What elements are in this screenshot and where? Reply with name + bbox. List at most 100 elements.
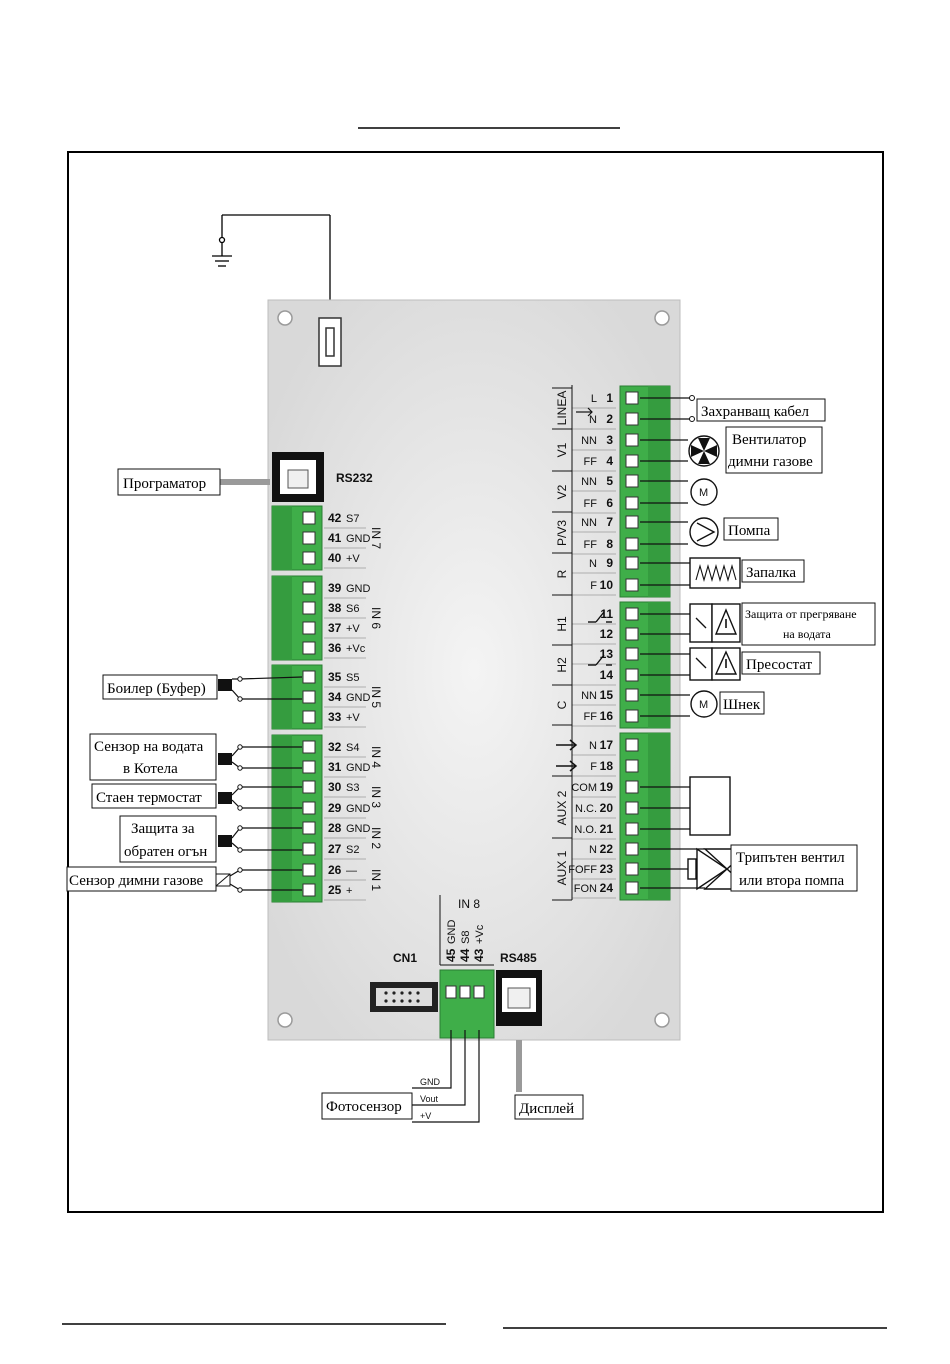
left-group-label: IN 4 xyxy=(369,746,383,768)
right-terminal-blocks: 1L2N3NN4FF5NN6FF7NN8FF9N10F1112131415NN1… xyxy=(568,385,671,901)
sensor-plug-icons xyxy=(215,679,232,887)
right-terminal-11: 11 xyxy=(572,607,639,625)
cn1-connector: CN1 xyxy=(370,951,438,1012)
right-pin-number: 7 xyxy=(606,515,613,529)
svg-text:димни газове: димни газове xyxy=(728,454,813,470)
label-supply-cable: Захранващ кабел xyxy=(696,398,826,422)
supply-terminal-dots xyxy=(689,395,695,422)
left-terminal-30: 30 S3 xyxy=(302,780,366,798)
svg-text:Пресостат: Пресостат xyxy=(746,657,813,673)
left-pin-number: 35 xyxy=(328,670,342,684)
fuse-icon xyxy=(318,317,342,367)
label-igniter: Запалка xyxy=(741,559,805,583)
svg-text:Защита за: Защита за xyxy=(131,821,195,837)
right-pin-signal: N.C. xyxy=(575,803,597,815)
left-pin-signal: S4 xyxy=(346,742,359,754)
left-pin-signal: GND xyxy=(346,692,371,704)
right-terminal-4: 4FF xyxy=(572,454,639,472)
left-pin-number: 33 xyxy=(328,710,342,724)
left-pin-signal: S6 xyxy=(346,603,359,615)
left-pin-signal: GND xyxy=(346,803,371,815)
right-terminal-14: 14 xyxy=(572,668,639,686)
right-pin-signal: FF xyxy=(584,456,598,468)
svg-text:M: M xyxy=(699,487,708,499)
right-pin-number: 13 xyxy=(600,647,614,661)
left-pin-number: 25 xyxy=(328,883,342,897)
label-programmer: Програматор xyxy=(117,468,221,496)
left-pin-signal: — xyxy=(346,865,357,877)
right-pin-signal: N xyxy=(589,558,597,570)
left-pin-number: 26 xyxy=(328,863,342,877)
svg-text:44: 44 xyxy=(458,948,472,962)
left-group-label: IN 1 xyxy=(369,869,383,891)
right-terminal-2: 2N xyxy=(572,412,639,430)
right-pin-number: 21 xyxy=(600,822,614,836)
right-pin-signal: NN xyxy=(581,517,597,529)
right-group-label: H2 xyxy=(555,657,569,673)
label-pump: Помпа xyxy=(723,517,779,541)
right-pin-number: 17 xyxy=(600,738,614,752)
left-pin-signal: S3 xyxy=(346,782,359,794)
left-pin-signal: GND xyxy=(346,583,371,595)
right-group-label: R xyxy=(555,569,569,578)
label-auger: Шнек xyxy=(719,691,765,715)
label-backfire: Защита за обратен огън xyxy=(119,815,217,863)
fan-icon xyxy=(688,435,720,467)
right-pin-number: 19 xyxy=(600,780,614,794)
left-pin-signal: + xyxy=(346,885,352,897)
overheat-thermostat-icon xyxy=(689,603,741,643)
svg-text:M: M xyxy=(699,699,708,711)
right-pin-number: 8 xyxy=(606,537,613,551)
right-pin-number: 10 xyxy=(600,578,614,592)
left-pin-signal: +Vc xyxy=(346,643,366,655)
left-pin-signal: GND xyxy=(346,823,371,835)
right-group-label: C xyxy=(555,700,569,709)
cn1-label: CN1 xyxy=(393,951,417,965)
left-group-label: IN 2 xyxy=(369,827,383,849)
left-pin-number: 36 xyxy=(328,641,342,655)
right-pin-number: 3 xyxy=(606,433,613,447)
left-terminal-40: 40+V xyxy=(302,551,366,569)
left-terminal-26: 26 — xyxy=(302,863,366,881)
right-pin-signal: F xyxy=(590,761,597,773)
label-room-thermostat: Стаен термостат xyxy=(91,783,217,809)
right-terminal-6: 6FF xyxy=(572,496,639,514)
left-pin-number: 40 xyxy=(328,551,342,565)
left-pin-number: 28 xyxy=(328,821,342,835)
right-terminal-20: 20N.C. xyxy=(572,801,639,819)
svg-text:Помпа: Помпа xyxy=(728,523,771,539)
label-boiler: Боилер (Буфер) xyxy=(102,674,218,700)
motor-v2-icon: M xyxy=(690,478,718,506)
left-pin-signal: S2 xyxy=(346,844,359,856)
label-overheat: Защита от прегряване на водата xyxy=(741,602,876,646)
right-terminal-17: 17N xyxy=(572,738,639,756)
left-pin-number: 37 xyxy=(328,621,342,635)
right-pin-signal: NN xyxy=(581,690,597,702)
svg-text:Сензор на водата: Сензор на водата xyxy=(94,739,204,755)
right-pin-number: 24 xyxy=(600,881,614,895)
line-neutral-arrow-icon xyxy=(576,407,593,417)
h2-contact-icon xyxy=(588,654,612,666)
photo-wire-vout: Vout xyxy=(420,1094,439,1104)
left-pin-number: 31 xyxy=(328,760,342,774)
right-pin-signal: FON xyxy=(574,883,597,895)
svg-text:+Vc: +Vc xyxy=(474,924,486,944)
left-pin-number: 42 xyxy=(328,511,342,525)
photosensor-wires xyxy=(412,1030,480,1123)
in8-terminal-block: IN 8 xyxy=(439,895,495,1039)
left-pin-number: 30 xyxy=(328,780,342,794)
ground-icon xyxy=(212,214,331,318)
right-terminal-5: 5NN xyxy=(572,474,639,492)
right-group-label: AUX 2 xyxy=(555,790,569,825)
svg-text:Защита от прегряване: Защита от прегряване xyxy=(745,607,857,621)
right-device-wires xyxy=(640,397,730,889)
right-pin-number: 11 xyxy=(600,607,613,621)
svg-text:Трипътен вентил: Трипътен вентил xyxy=(736,850,845,866)
